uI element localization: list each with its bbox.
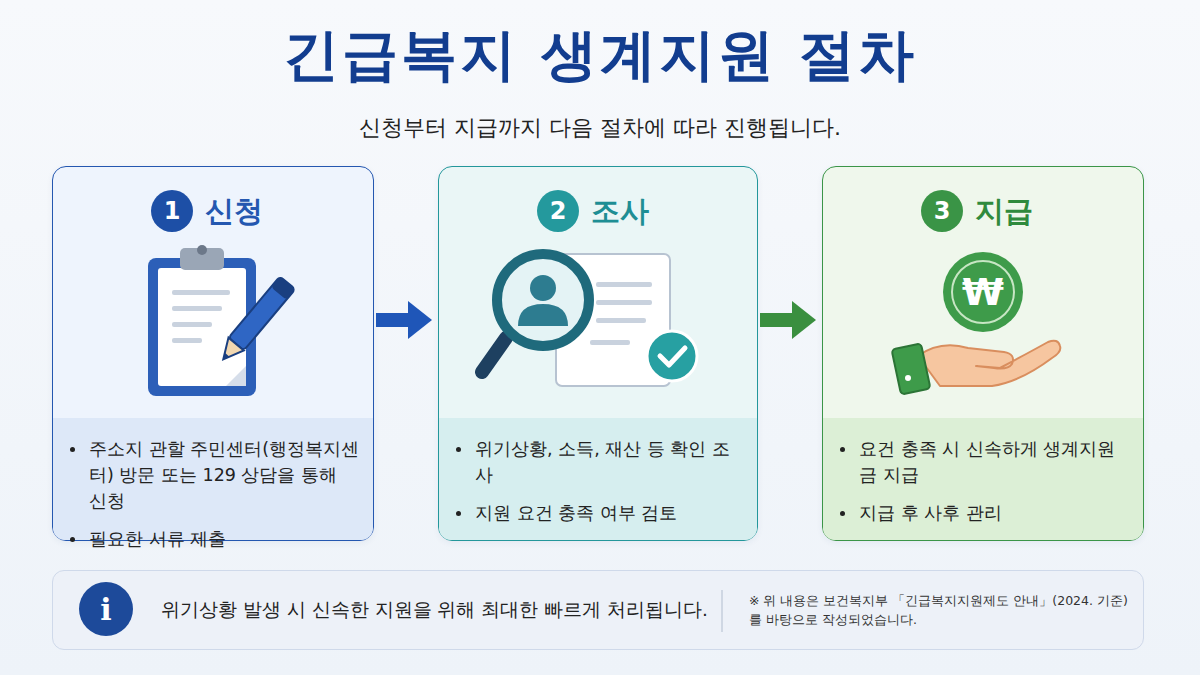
info-glyph: i [100, 592, 111, 627]
step-heading: 조사 [591, 189, 649, 233]
bullet-dot [456, 511, 461, 516]
description-band: 요건 충족 시 신속하게 생계지원금 지급지급 후 사후 관리 [823, 418, 1143, 540]
bullet-dot [840, 511, 845, 516]
step-number-text: 3 [934, 197, 951, 225]
step-number: 2 [537, 190, 579, 232]
info-message: 위기상황 발생 시 신속한 지원을 위해 최대한 빠르게 처리됩니다. [161, 571, 708, 648]
step-heading: 지급 [975, 189, 1033, 233]
arrow-head [408, 301, 432, 339]
step-number-text: 1 [164, 197, 181, 225]
bullet-text: 지원 요건 충족 여부 검토 [475, 503, 677, 523]
bullet-dot [70, 447, 75, 452]
info-box: 위기상황 발생 시 신속한 지원을 위해 최대한 빠르게 처리됩니다. ※ 위 내… [52, 570, 1144, 650]
bullet-dot [456, 447, 461, 452]
bullet-item: 주소지 관할 주민센터(행정복지센터) 방문 또는 129 상담을 통해 신청 [89, 436, 359, 514]
bullet-item: 지원 요건 충족 여부 검토 [475, 500, 743, 526]
description-band: 위기상황, 소득, 재산 등 확인 조사지원 요건 충족 여부 검토 [439, 418, 757, 540]
bullet-item: 위기상황, 소득, 재산 등 확인 조사 [475, 436, 743, 488]
source-note: ※ 위 내용은 보건복지부 「긴급복지지원제도 안내」(2024. 기준)를 바… [749, 571, 1134, 648]
bullet-text: 지급 후 사후 관리 [859, 503, 1002, 523]
bullet-text: 요건 충족 시 신속하게 생계지원금 지급 [859, 439, 1115, 485]
info-icon: i [79, 582, 133, 636]
bullet-text: 위기상황, 소득, 재산 등 확인 조사 [475, 439, 730, 485]
subtitle: 신청부터 지급까지 다음 절차에 따라 진행됩니다. [0, 112, 1200, 144]
bullet-item: 요건 충족 시 신속하게 생계지원금 지급 [859, 436, 1129, 488]
flow-arrow [760, 301, 816, 339]
bullet-item: 필요한 서류 제출 [89, 526, 359, 552]
flow-arrow [376, 301, 432, 339]
bullet-text: 필요한 서류 제출 [89, 529, 226, 549]
step-number: 3 [921, 190, 963, 232]
step-number: 1 [151, 190, 193, 232]
currency-symbol: ₩ [958, 267, 1008, 317]
process-card: 지급 3 요건 충족 시 신속하게 생계지원금 지급지급 후 사후 관리 [822, 166, 1144, 541]
step-number-text: 2 [550, 197, 567, 225]
arrow-head [792, 301, 816, 339]
process-card: 조사 2 위기상황, 소득, 재산 등 확인 조사지원 요건 충족 여부 검토 [438, 166, 758, 541]
arrow-shaft [376, 313, 410, 327]
bullet-text: 주소지 관할 주민센터(행정복지센터) 방문 또는 129 상담을 통해 신청 [89, 439, 359, 511]
process-card: 신청 1 주소지 관할 주민센터(행정복지센터) 방문 또는 129 상담을 통해 … [52, 166, 374, 541]
bullet-dot [70, 537, 75, 542]
diagram-title: 긴급복지 생계지원 절차 [0, 20, 1200, 90]
arrow-shaft [760, 313, 794, 327]
bullet-item: 지급 후 사후 관리 [859, 500, 1129, 526]
step-heading: 신청 [205, 189, 263, 233]
bullet-dot [840, 447, 845, 452]
description-band: 주소지 관할 주민센터(행정복지센터) 방문 또는 129 상담을 통해 신청필… [53, 418, 373, 540]
